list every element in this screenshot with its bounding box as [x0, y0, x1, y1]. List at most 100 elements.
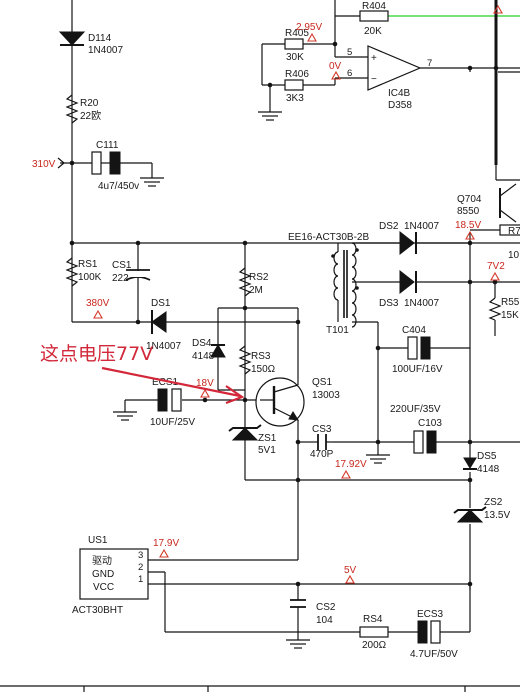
us1-pin-3: 3 — [138, 550, 143, 561]
us1-pin-gnd: GND — [92, 569, 114, 580]
ground-symbol-ecs1 — [113, 411, 137, 421]
annotation-arrow — [101, 366, 245, 405]
transistor-qs1 — [255, 377, 305, 427]
ic4b-pin-6: 6 — [347, 68, 352, 79]
measurement-marker-18-5v — [465, 230, 475, 240]
rs4-value: 200Ω — [362, 640, 387, 651]
us1-value: ACT30BHT — [72, 605, 123, 616]
q704-ref: Q704 — [457, 194, 482, 205]
op-amp-ic4b — [367, 45, 422, 91]
r7-value: 10 — [508, 250, 520, 261]
measurement-2-95v: 2.95V — [296, 22, 322, 33]
ic4b-ref: IC4B — [388, 88, 411, 99]
us1-pin-drive: 驱动 — [92, 555, 112, 567]
annotation-text: 这点电压77V — [40, 343, 153, 365]
r404-ref: R404 — [362, 1, 386, 12]
transformer-value: EE16-ACT30B-2B — [288, 232, 369, 243]
ic-us1 — [79, 548, 149, 600]
c404-value: 100UF/16V — [392, 364, 443, 375]
ds3-value: 1N4007 — [404, 298, 439, 309]
diode-ds1 — [151, 310, 167, 334]
r406-value: 3K3 — [286, 93, 304, 104]
ground-symbol-cs3 — [366, 454, 390, 464]
r55-value: 15K — [501, 310, 519, 321]
capacitor-c404 — [407, 336, 431, 360]
measurement-marker-7v2 — [490, 271, 500, 281]
cs1-ref: CS1 — [112, 260, 132, 271]
measurement-0v: 0V — [329, 61, 342, 72]
measurement-marker-2-95v — [307, 32, 317, 42]
ds2-value: 1N4007 — [404, 221, 439, 232]
us1-pin-vcc: VCC — [93, 582, 114, 593]
diode-d114 — [58, 31, 86, 46]
measurement-5v: 5V — [344, 565, 357, 576]
measurement-marker-380v — [93, 309, 103, 319]
c103-value: 220UF/35V — [390, 404, 441, 415]
diode-ds3 — [399, 269, 417, 295]
ecs3-value: 4.7UF/50V — [410, 649, 458, 660]
rs3-ref: RS3 — [251, 351, 271, 362]
measurement-marker-5v — [345, 574, 355, 584]
r7-ref: R7 — [508, 226, 520, 237]
d114-value: 1N4007 — [88, 45, 123, 56]
zener-zs1 — [228, 424, 262, 441]
resistor-rs2 — [238, 267, 252, 297]
input-voltage-label: 310V — [32, 159, 56, 170]
measurement-marker-top-right — [493, 4, 503, 14]
zs1-ref: ZS1 — [258, 433, 277, 444]
junction-dots — [69, 41, 499, 587]
diode-ds2 — [399, 230, 417, 256]
ds4-value: 4148 — [192, 351, 215, 362]
r405-value: 30K — [286, 52, 304, 63]
cs2-ref: CS2 — [316, 602, 336, 613]
ic4b-pin-7: 7 — [427, 58, 432, 69]
measurement-marker-18v — [200, 388, 210, 398]
ground-symbol-c111 — [140, 177, 164, 187]
input-port-marker — [57, 157, 65, 169]
measurement-18v: 18V — [196, 378, 214, 389]
ic4b-pin-5: 5 — [347, 47, 352, 58]
transformer-ref: T101 — [326, 325, 349, 336]
capacitor-ecs3 — [417, 620, 441, 644]
rs2-ref: RS2 — [249, 272, 269, 283]
capacitor-cs2 — [290, 599, 306, 616]
ds4-ref: DS4 — [192, 338, 212, 349]
qs1-value: 13003 — [312, 390, 340, 401]
rs1-ref: RS1 — [78, 259, 98, 270]
measurement-380v: 380V — [86, 298, 110, 309]
cs3-ref: CS3 — [312, 424, 332, 435]
resistor-r406 — [284, 79, 304, 91]
ds5-ref: DS5 — [477, 451, 497, 462]
ecs1-value: 10UF/25V — [150, 417, 195, 428]
capacitor-c103 — [413, 430, 437, 454]
zs2-ref: ZS2 — [484, 497, 503, 508]
r404-value: 20K — [364, 26, 382, 37]
c111-value: 4u7/450v — [98, 181, 139, 192]
ic4b-plus-sign: + — [371, 53, 377, 64]
cs2-value: 104 — [316, 615, 333, 626]
c404-ref: C404 — [402, 325, 426, 336]
r406-ref: R406 — [285, 69, 309, 80]
capacitor-cs1 — [125, 269, 151, 281]
rs2-value: 2M — [249, 285, 263, 296]
ground-symbol-r406 — [258, 111, 282, 121]
us1-pin-1: 1 — [138, 574, 143, 585]
zs2-value: 13.5V — [484, 510, 510, 521]
r20-ref: R20 — [80, 98, 99, 109]
diode-ds5 — [463, 457, 477, 470]
resistor-rs3 — [238, 345, 252, 375]
c111-ref: C111 — [96, 140, 119, 151]
ds1-value: 1N4007 — [146, 341, 181, 352]
d114-ref: D114 — [88, 33, 112, 44]
r20-value: 22欧 — [80, 110, 101, 122]
ic4b-value: D358 — [388, 100, 412, 111]
resistor-r20 — [65, 94, 79, 124]
ground-symbol-cs2 — [286, 639, 310, 649]
qs1-ref: QS1 — [312, 377, 332, 388]
capacitor-c111 — [91, 151, 121, 175]
measurement-marker-17-9v — [159, 548, 169, 558]
us1-pin-2: 2 — [138, 562, 143, 573]
transformer-t101 — [331, 242, 359, 328]
